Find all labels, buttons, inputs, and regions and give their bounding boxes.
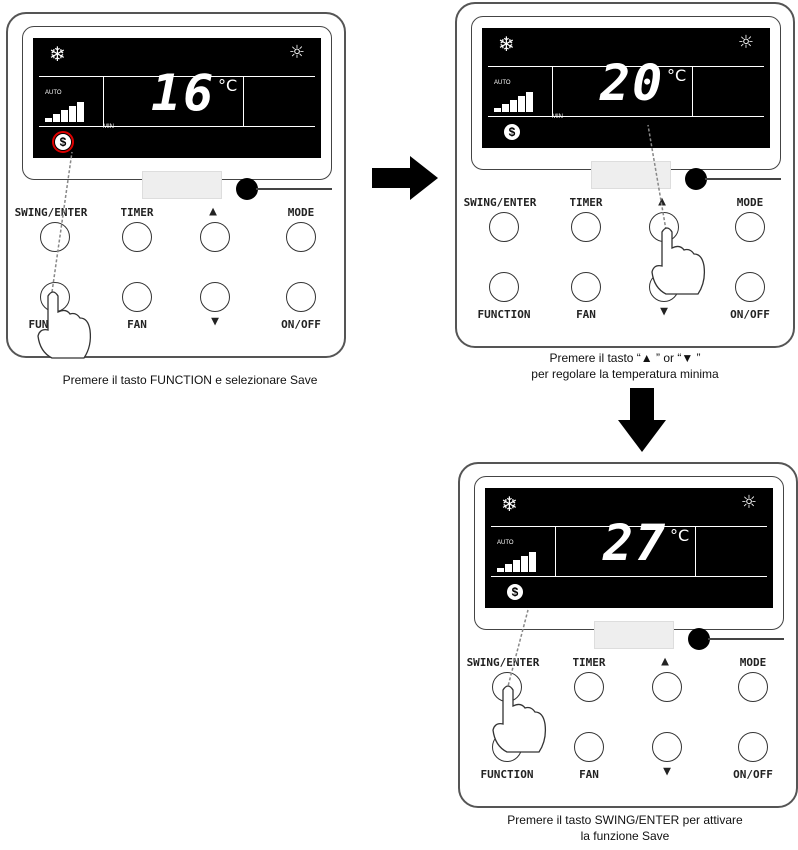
hand-pointer-icon bbox=[652, 228, 704, 294]
pointer-line-1 bbox=[52, 152, 72, 292]
pointer-line-2 bbox=[648, 125, 666, 230]
caption-step-3-line-1: Premere il tasto SWING/ENTER per attivar… bbox=[470, 812, 780, 828]
caption-step-3-line-2: la funzione Save bbox=[470, 828, 780, 844]
pointer-line-3 bbox=[507, 610, 528, 690]
caption-step-2-line-2: per regolare la temperatura minima bbox=[470, 366, 780, 382]
caption-step-1: Premere il tasto FUNCTION e selezionare … bbox=[40, 372, 340, 388]
hand-pointer-icon bbox=[493, 686, 545, 752]
caption-step-2-line-1: Premere il tasto “▲ ” or “▼ ” bbox=[470, 350, 780, 366]
arrow-down-icon bbox=[618, 388, 666, 452]
arrow-right-icon bbox=[372, 156, 438, 200]
hand-pointer-icon bbox=[38, 292, 90, 358]
